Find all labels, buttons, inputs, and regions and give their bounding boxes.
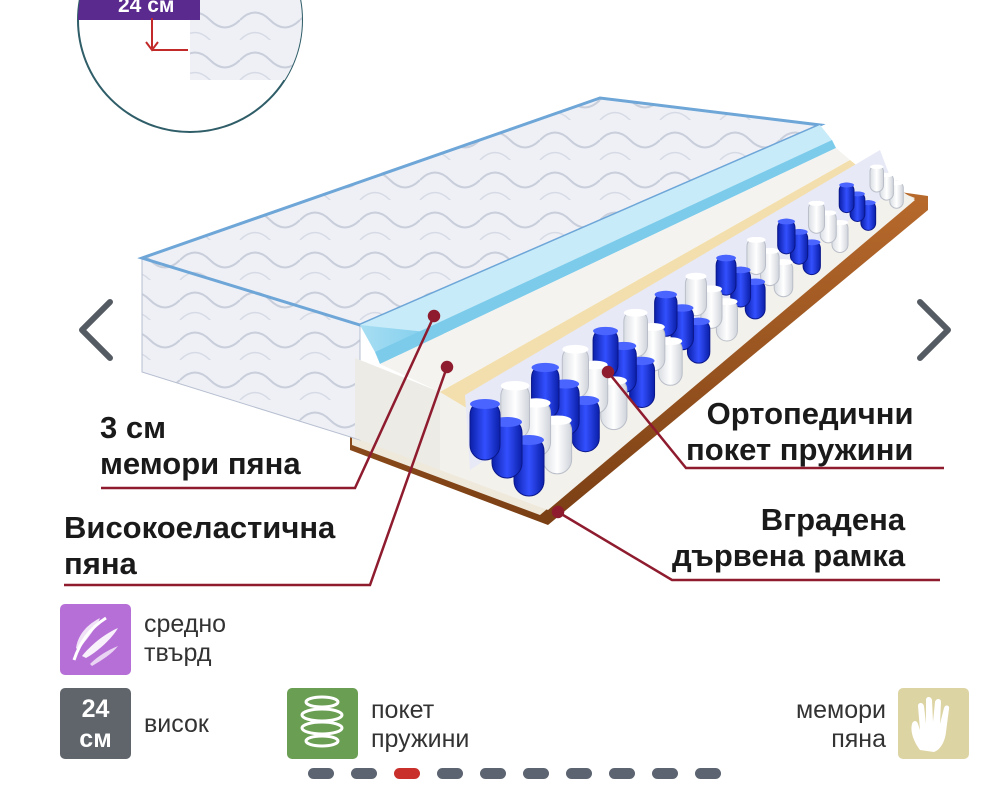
pocket-spring-top	[654, 290, 677, 299]
pocket-springs	[465, 150, 904, 497]
height-badge-number: 24	[81, 695, 110, 723]
carousel-dot[interactable]	[394, 768, 420, 779]
pocket-spring-top	[777, 218, 795, 225]
memory-line1: мемори	[795, 696, 886, 724]
springs-line2: пружини	[371, 725, 470, 753]
pocket-spring-top	[685, 272, 707, 280]
carousel-dot[interactable]	[695, 768, 721, 779]
memory-text: мемори пяна	[780, 696, 886, 754]
carousel-pagination	[308, 768, 728, 782]
springs-line1: покет	[371, 696, 435, 724]
hand-icon	[911, 697, 950, 752]
springs-tile	[287, 688, 358, 759]
firmness-text: средно твърд	[144, 610, 226, 668]
pocket-spring-top	[593, 326, 618, 336]
callout-memory-foam-line2: мемори пяна	[100, 446, 301, 481]
height-badge-unit: см	[79, 725, 112, 753]
chevron-right-icon	[917, 299, 951, 361]
memory-line2: пяна	[831, 725, 886, 753]
callout-high-elastic-line2: пяна	[64, 546, 137, 581]
carousel-dot[interactable]	[566, 768, 592, 779]
pocket-spring-top	[716, 254, 736, 262]
height-badge: 24 см	[60, 688, 131, 759]
pocket-spring-top	[562, 344, 589, 354]
callout-high-elastic-foam: Високоеластична пяна	[64, 510, 335, 582]
pocket-spring-top	[839, 182, 854, 188]
thumbnail-height-label: 24 см	[118, 0, 175, 17]
memory-tile	[898, 688, 969, 759]
pocket-spring-top	[870, 164, 884, 170]
height-label: висок	[144, 710, 209, 738]
pocket-spring-top	[746, 236, 766, 243]
springs-text: покет пружини	[371, 696, 469, 754]
spring-icon	[300, 695, 344, 748]
callout-frame-line1: Вградена	[760, 502, 906, 537]
callout-high-elastic-line1: Високоеластична	[64, 510, 336, 545]
callout-pocket-springs: Ортопедични покет пружини	[686, 396, 914, 468]
carousel-prev-button[interactable]	[66, 290, 126, 370]
carousel-dot[interactable]	[437, 768, 463, 779]
pocket-spring-top	[623, 308, 648, 317]
carousel-dot[interactable]	[308, 768, 334, 779]
carousel-dot[interactable]	[351, 768, 377, 779]
pocket-spring-top	[531, 362, 559, 373]
carousel-dot[interactable]	[523, 768, 549, 779]
callout-memory-foam-line1: 3 см	[100, 410, 167, 445]
carousel-dot[interactable]	[609, 768, 635, 779]
pocket-spring-top	[808, 200, 825, 206]
callout-springs-line1: Ортопедични	[706, 396, 914, 431]
callout-memory-foam: 3 см мемори пяна	[100, 410, 301, 482]
firmness-tile	[60, 604, 131, 675]
chevron-left-icon	[79, 299, 113, 361]
carousel-dot[interactable]	[652, 768, 678, 779]
callout-frame-line2: дървена рамка	[672, 538, 906, 573]
size-thumbnail	[77, 0, 303, 133]
pocket-spring-top	[470, 399, 500, 409]
feather-icon	[72, 616, 118, 666]
carousel-next-button[interactable]	[904, 290, 964, 370]
pocket-spring-top	[500, 380, 530, 391]
carousel-dot[interactable]	[480, 768, 506, 779]
firmness-line2: твърд	[144, 639, 212, 667]
firmness-line1: средно	[144, 610, 227, 638]
callout-lines	[64, 309, 944, 587]
callout-springs-line2: покет пружини	[686, 432, 914, 467]
callout-wooden-frame: Вградена дървена рамка	[672, 502, 905, 574]
